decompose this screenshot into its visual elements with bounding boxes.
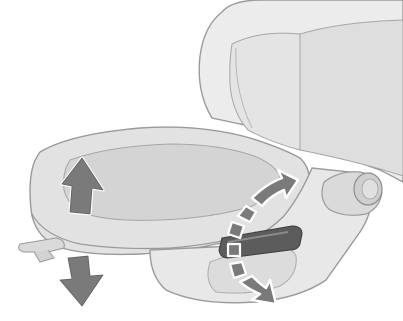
rail-bar xyxy=(19,238,65,252)
arrow-down-icon xyxy=(60,256,103,306)
backrest-side-bolster xyxy=(300,20,403,176)
curved-arrow-seg-3 xyxy=(228,244,240,256)
curved-arrow-seg-4 xyxy=(230,262,246,278)
curved-arrow-seg-2 xyxy=(228,222,244,238)
backrest-panel xyxy=(230,33,300,150)
recliner-knob-face xyxy=(362,179,378,199)
seat-rail xyxy=(19,238,65,262)
